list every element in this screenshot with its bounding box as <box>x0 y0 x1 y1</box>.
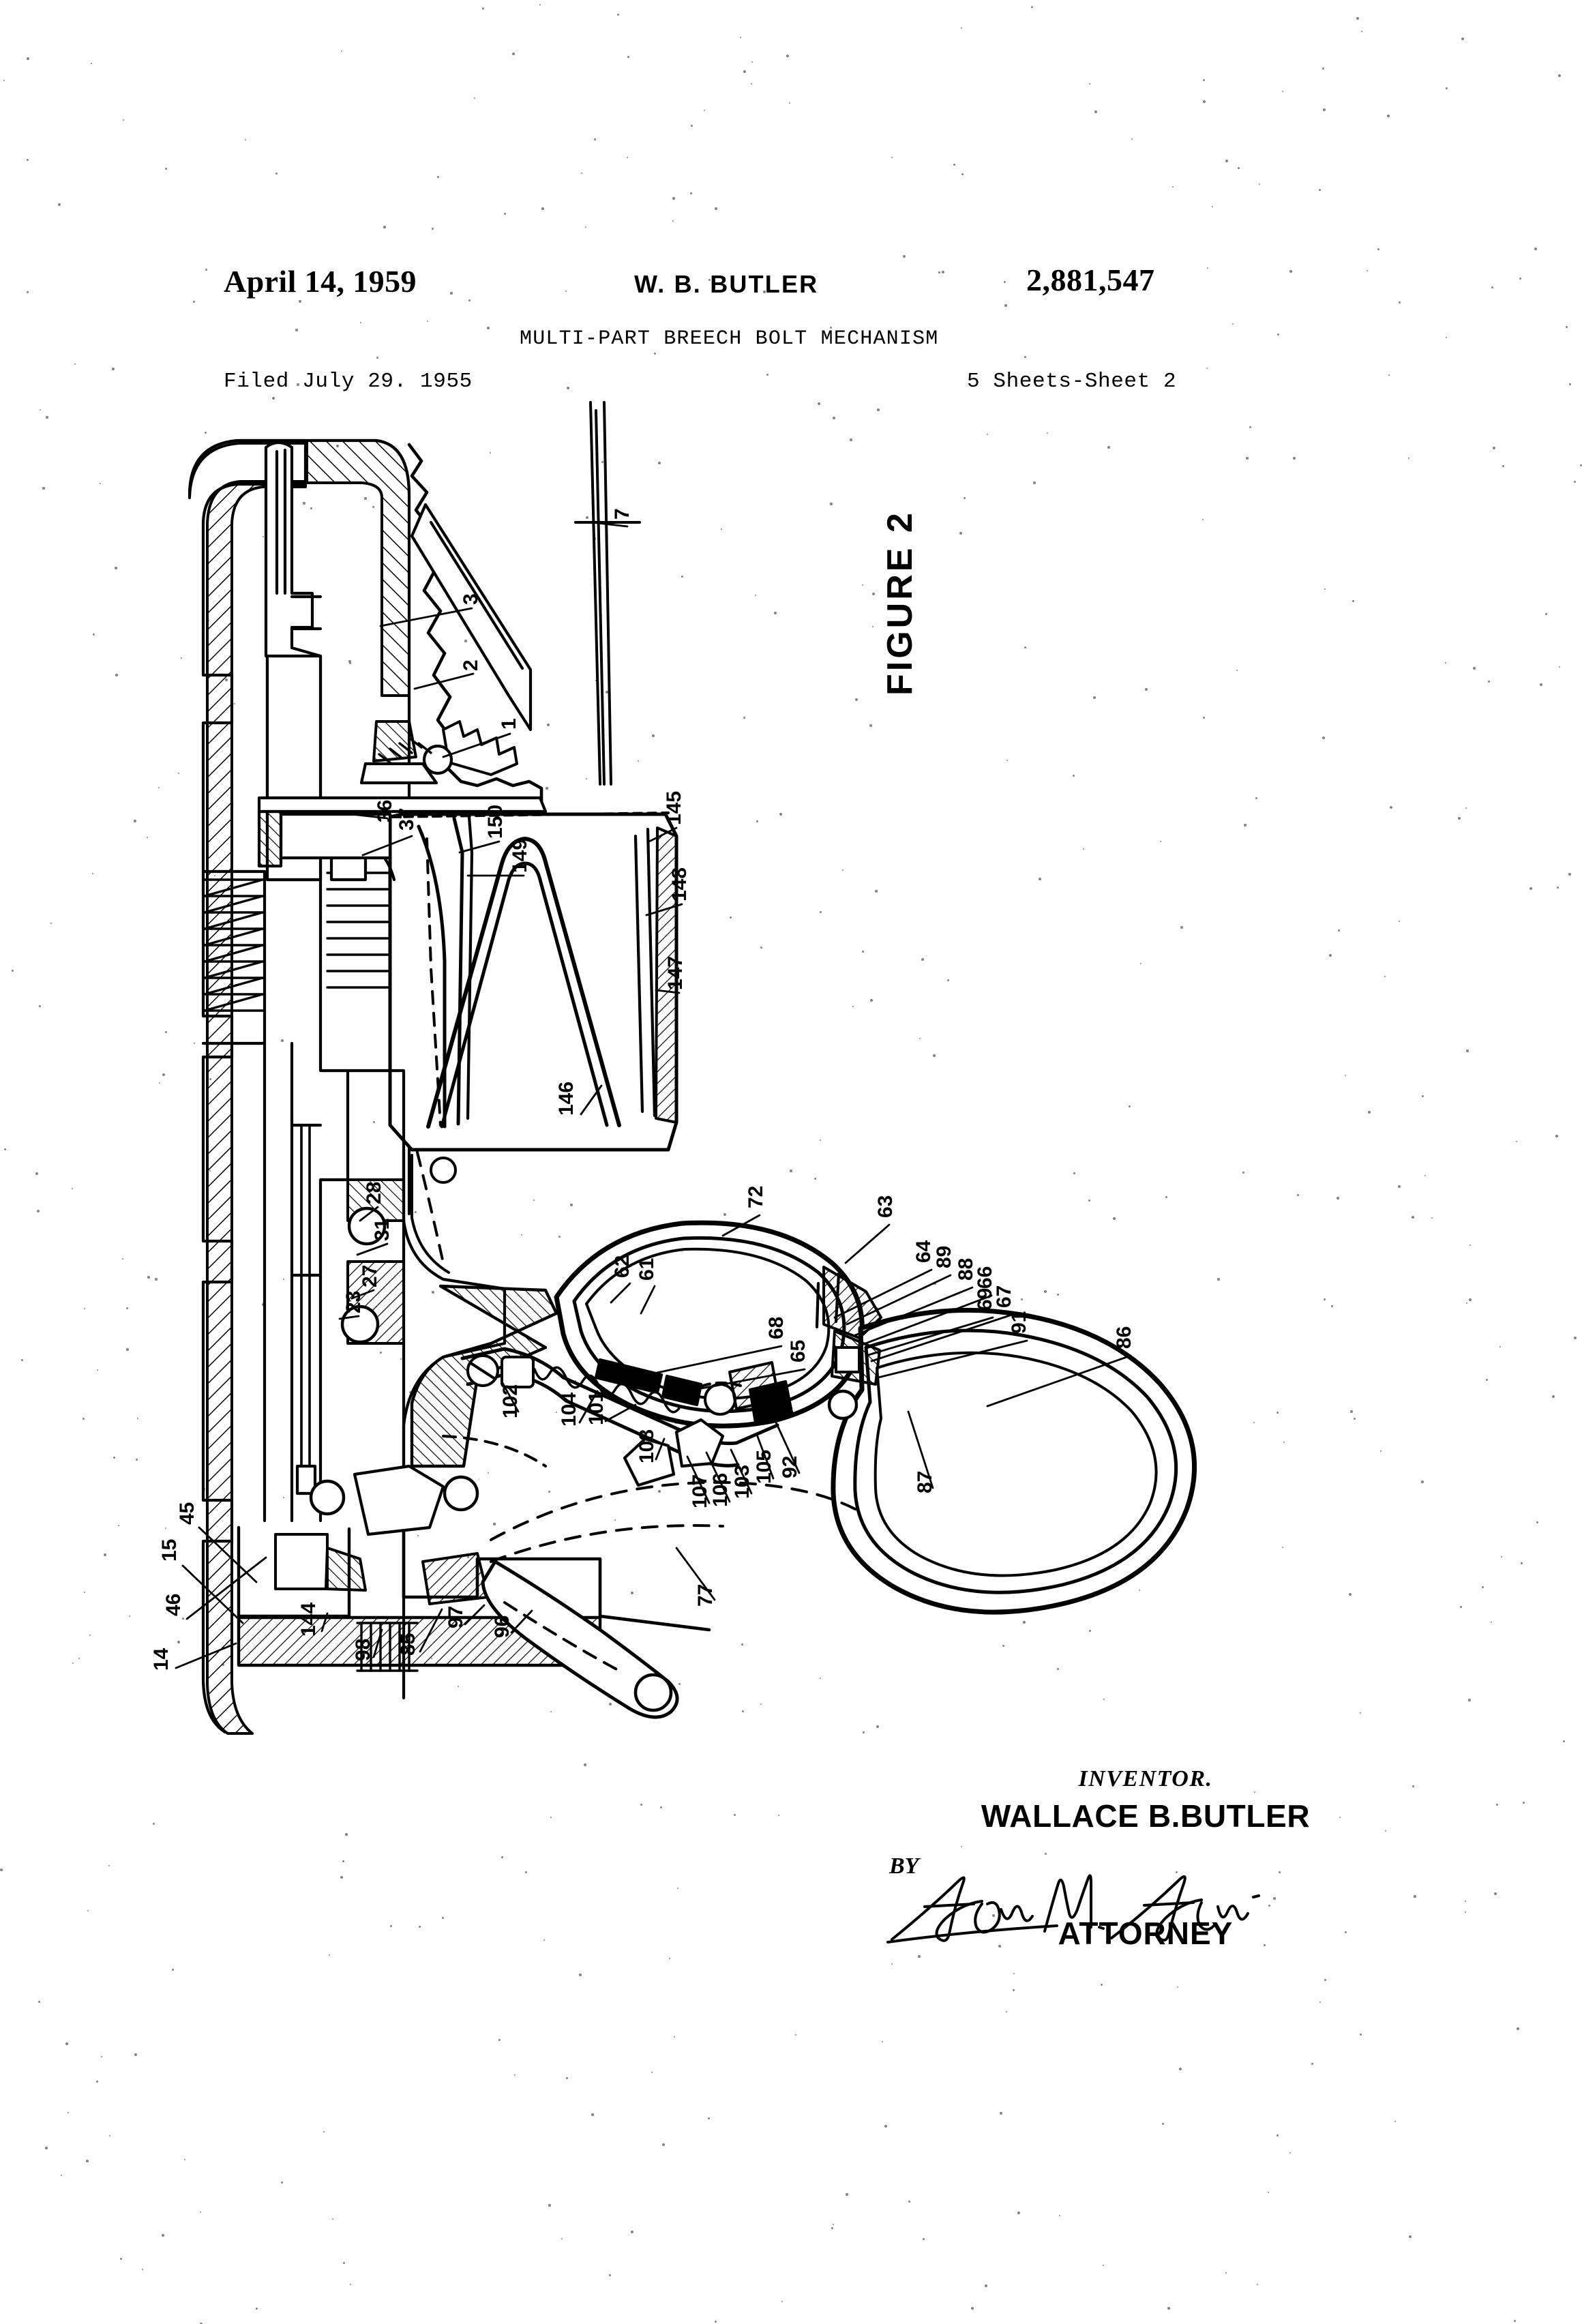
reference-numeral: 96 <box>491 1615 513 1638</box>
reference-numeral: 86 <box>1113 1326 1135 1349</box>
reference-numeral: 62 <box>611 1255 633 1278</box>
reference-numeral: 27 <box>359 1265 381 1287</box>
attorney-signature <box>886 1868 1268 1943</box>
reference-numeral: 91 <box>1008 1311 1030 1334</box>
patent-title: MULTI-PART BREECH BOLT MECHANISM <box>520 327 939 351</box>
reference-numeral: 145 <box>663 791 685 825</box>
inventor-shortname: W. B. BUTLER <box>634 270 819 298</box>
reference-numeral: 67 <box>993 1285 1015 1308</box>
reference-numeral: 46 <box>162 1594 185 1616</box>
reference-numeral: 61 <box>636 1258 658 1281</box>
filing-date: Filed July 29. 1955 <box>224 370 473 393</box>
reference-numeral: 31 <box>371 1219 393 1241</box>
inventor-block: INVENTOR. WALLACE B.BUTLER BY <box>873 1766 1418 1952</box>
reference-numeral: 28 <box>363 1182 385 1204</box>
reference-numeral: 92 <box>779 1456 801 1478</box>
reference-numeral: 69 <box>974 1288 996 1311</box>
sheet-count: 5 Sheets-Sheet 2 <box>967 370 1177 393</box>
reference-numeral: 15 <box>158 1539 181 1562</box>
reference-numeral: 7 <box>611 508 633 520</box>
reference-numeral: 3 <box>460 593 482 605</box>
reference-numeral: 77 <box>694 1584 717 1607</box>
reference-numeral: 97 <box>445 1606 467 1628</box>
reference-numeral: 63 <box>874 1195 897 1218</box>
reference-numeral: 2 <box>460 659 482 671</box>
reference-numeral: 85 <box>397 1633 419 1656</box>
patent-number: 2,881,547 <box>1026 263 1155 297</box>
reference-numeral: 87 <box>914 1471 936 1493</box>
reference-numeral: 66 <box>974 1266 996 1289</box>
reference-numeral: 36 <box>374 800 396 822</box>
reference-numeral: 88 <box>955 1258 977 1281</box>
attorney-label: ATTORNEY <box>1058 1916 1234 1951</box>
reference-numeral: 102 <box>499 1384 522 1418</box>
reference-numeral: 65 <box>787 1340 809 1362</box>
reference-numeral: 146 <box>555 1082 578 1116</box>
reference-numeral: 144 <box>297 1603 320 1637</box>
reference-numeral: 148 <box>668 867 691 902</box>
reference-numeral: 72 <box>745 1186 767 1208</box>
reference-numeral: 104 <box>558 1392 580 1427</box>
reference-numeral: 147 <box>664 956 687 990</box>
reference-numeral: 89 <box>933 1246 955 1268</box>
reference-numeral: 103 <box>731 1465 753 1499</box>
reference-numeral: 108 <box>636 1429 658 1463</box>
reference-numeral: 45 <box>176 1502 198 1525</box>
inventor-label: INVENTOR. <box>1078 1766 1213 1791</box>
reference-numeral: 150 <box>484 805 507 839</box>
reference-numeral: 98 <box>352 1639 374 1661</box>
reference-numeral: 106 <box>709 1473 732 1507</box>
reference-numeral: 107 <box>689 1474 711 1508</box>
by-label: BY <box>889 1853 919 1879</box>
reference-numeral: 68 <box>765 1317 788 1339</box>
reference-numeral: 149 <box>509 839 531 873</box>
reference-numeral: 23 <box>342 1291 365 1313</box>
inventor-name: WALLACE B.BUTLER <box>981 1798 1311 1834</box>
reference-numeral: 14 <box>150 1648 173 1671</box>
publication-date: April 14, 1959 <box>224 264 417 299</box>
reference-numeral: 1 <box>498 718 520 730</box>
reference-numeral: 37 <box>395 808 418 831</box>
reference-numeral: 101 <box>585 1391 608 1425</box>
reference-numeral: 105 <box>753 1450 775 1484</box>
reference-numeral: 64 <box>912 1240 935 1263</box>
